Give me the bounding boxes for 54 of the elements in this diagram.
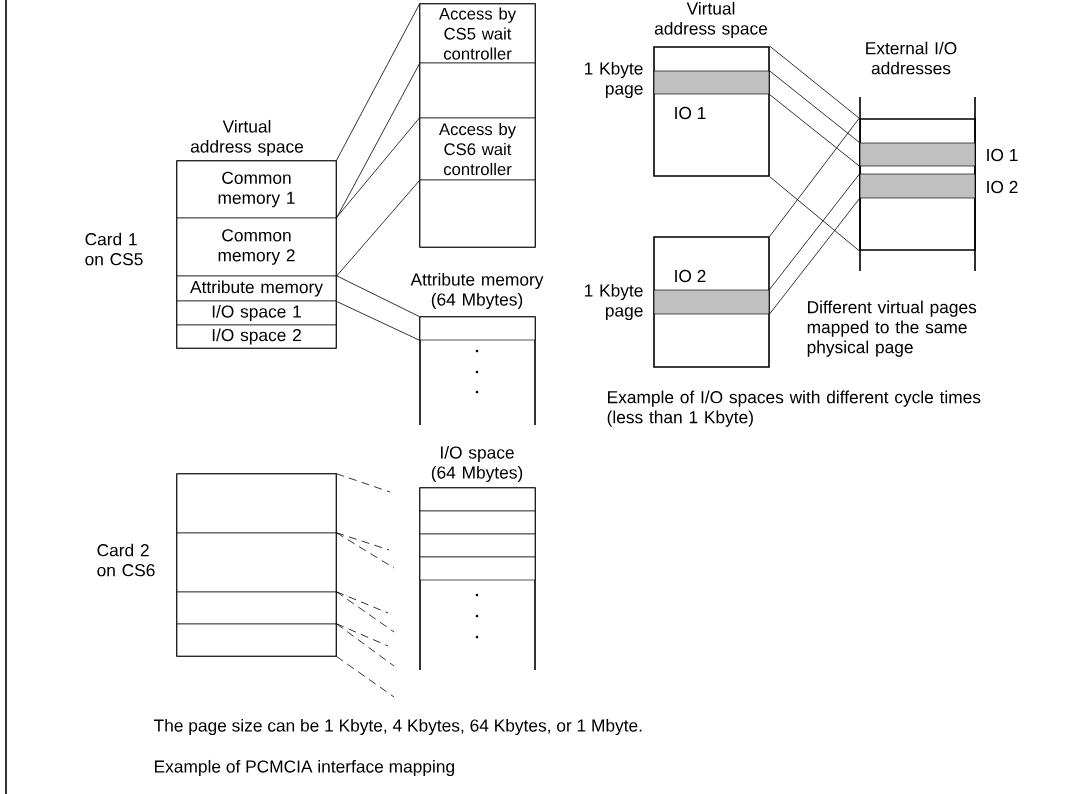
- memory-row: [419, 510, 536, 535]
- mapping-line: [769, 45, 860, 119]
- side-label: IO 2: [987, 180, 1018, 194]
- memory-row: [419, 487, 536, 512]
- box-heading: Attribute memory (64 Mbytes): [410, 272, 544, 310]
- memory-row: Common memory 1: [176, 160, 337, 219]
- dashed-line: [335, 532, 395, 569]
- side-label: IO 1: [987, 148, 1018, 162]
- mapping-line: [335, 3, 421, 162]
- note-text: The page size can be 1 Kbyte, 4 Kbytes, 64 Kbytes, or 1 Mbyte.: [154, 718, 642, 736]
- memory-row: [176, 473, 337, 534]
- memory-row: Attribute memory: [176, 275, 337, 302]
- caption: Example of PCMCIA interface mapping: [155, 759, 454, 777]
- mapping-line: [769, 117, 860, 237]
- mapping-line: [768, 93, 861, 167]
- memory-row: [176, 591, 337, 625]
- memory-row: [419, 556, 536, 581]
- box-heading: Virtual address space: [190, 119, 304, 157]
- mapping-line: [768, 197, 861, 315]
- mapping-line: [768, 70, 861, 144]
- box-heading: Virtual address space: [654, 1, 768, 39]
- mapping-line: [769, 176, 860, 252]
- mapping-line: [335, 179, 421, 277]
- memory-row: I/O space 2: [176, 324, 337, 349]
- side-label: Card 1 on CS5: [85, 232, 143, 266]
- page-label: IO 2: [675, 269, 706, 283]
- side-label: 1 Kbyte page: [585, 61, 643, 99]
- memory-row: [419, 316, 536, 341]
- box-heading: External I/O addresses: [866, 41, 957, 75]
- note-text: Example of I/O spaces with different cycle times (less than 1 Kbyte): [607, 390, 981, 427]
- memory-row: Access by CS6 wait controller: [419, 117, 536, 181]
- side-label: 1 Kbyte page: [585, 283, 643, 321]
- mapping-line: [335, 300, 421, 341]
- memory-row: Access by CS5 wait controller: [419, 3, 536, 64]
- dashed-line: [335, 591, 389, 614]
- memory-row: [176, 532, 337, 593]
- dashed-line: [335, 532, 390, 551]
- memory-row: [419, 62, 536, 119]
- mapping-line: [768, 173, 861, 291]
- page-label: IO 1: [675, 106, 706, 120]
- memory-row: [419, 179, 536, 248]
- dashed-line: [335, 623, 395, 667]
- dashed-line: [335, 473, 391, 493]
- memory-row: [176, 623, 337, 657]
- box-heading: I/O space (64 Mbytes): [431, 445, 523, 483]
- memory-row: I/O space 1: [176, 300, 337, 326]
- dashed-line: [335, 623, 389, 647]
- side-label: Card 2 on CS6: [97, 543, 155, 577]
- memory-row: [419, 533, 536, 558]
- mapping-line: [335, 62, 421, 219]
- mapping-line: [335, 275, 421, 318]
- mapping-line: [335, 117, 421, 219]
- dashed-line: [335, 655, 395, 698]
- note-text: Different virtual pages mapped to the same physical page: [807, 300, 977, 357]
